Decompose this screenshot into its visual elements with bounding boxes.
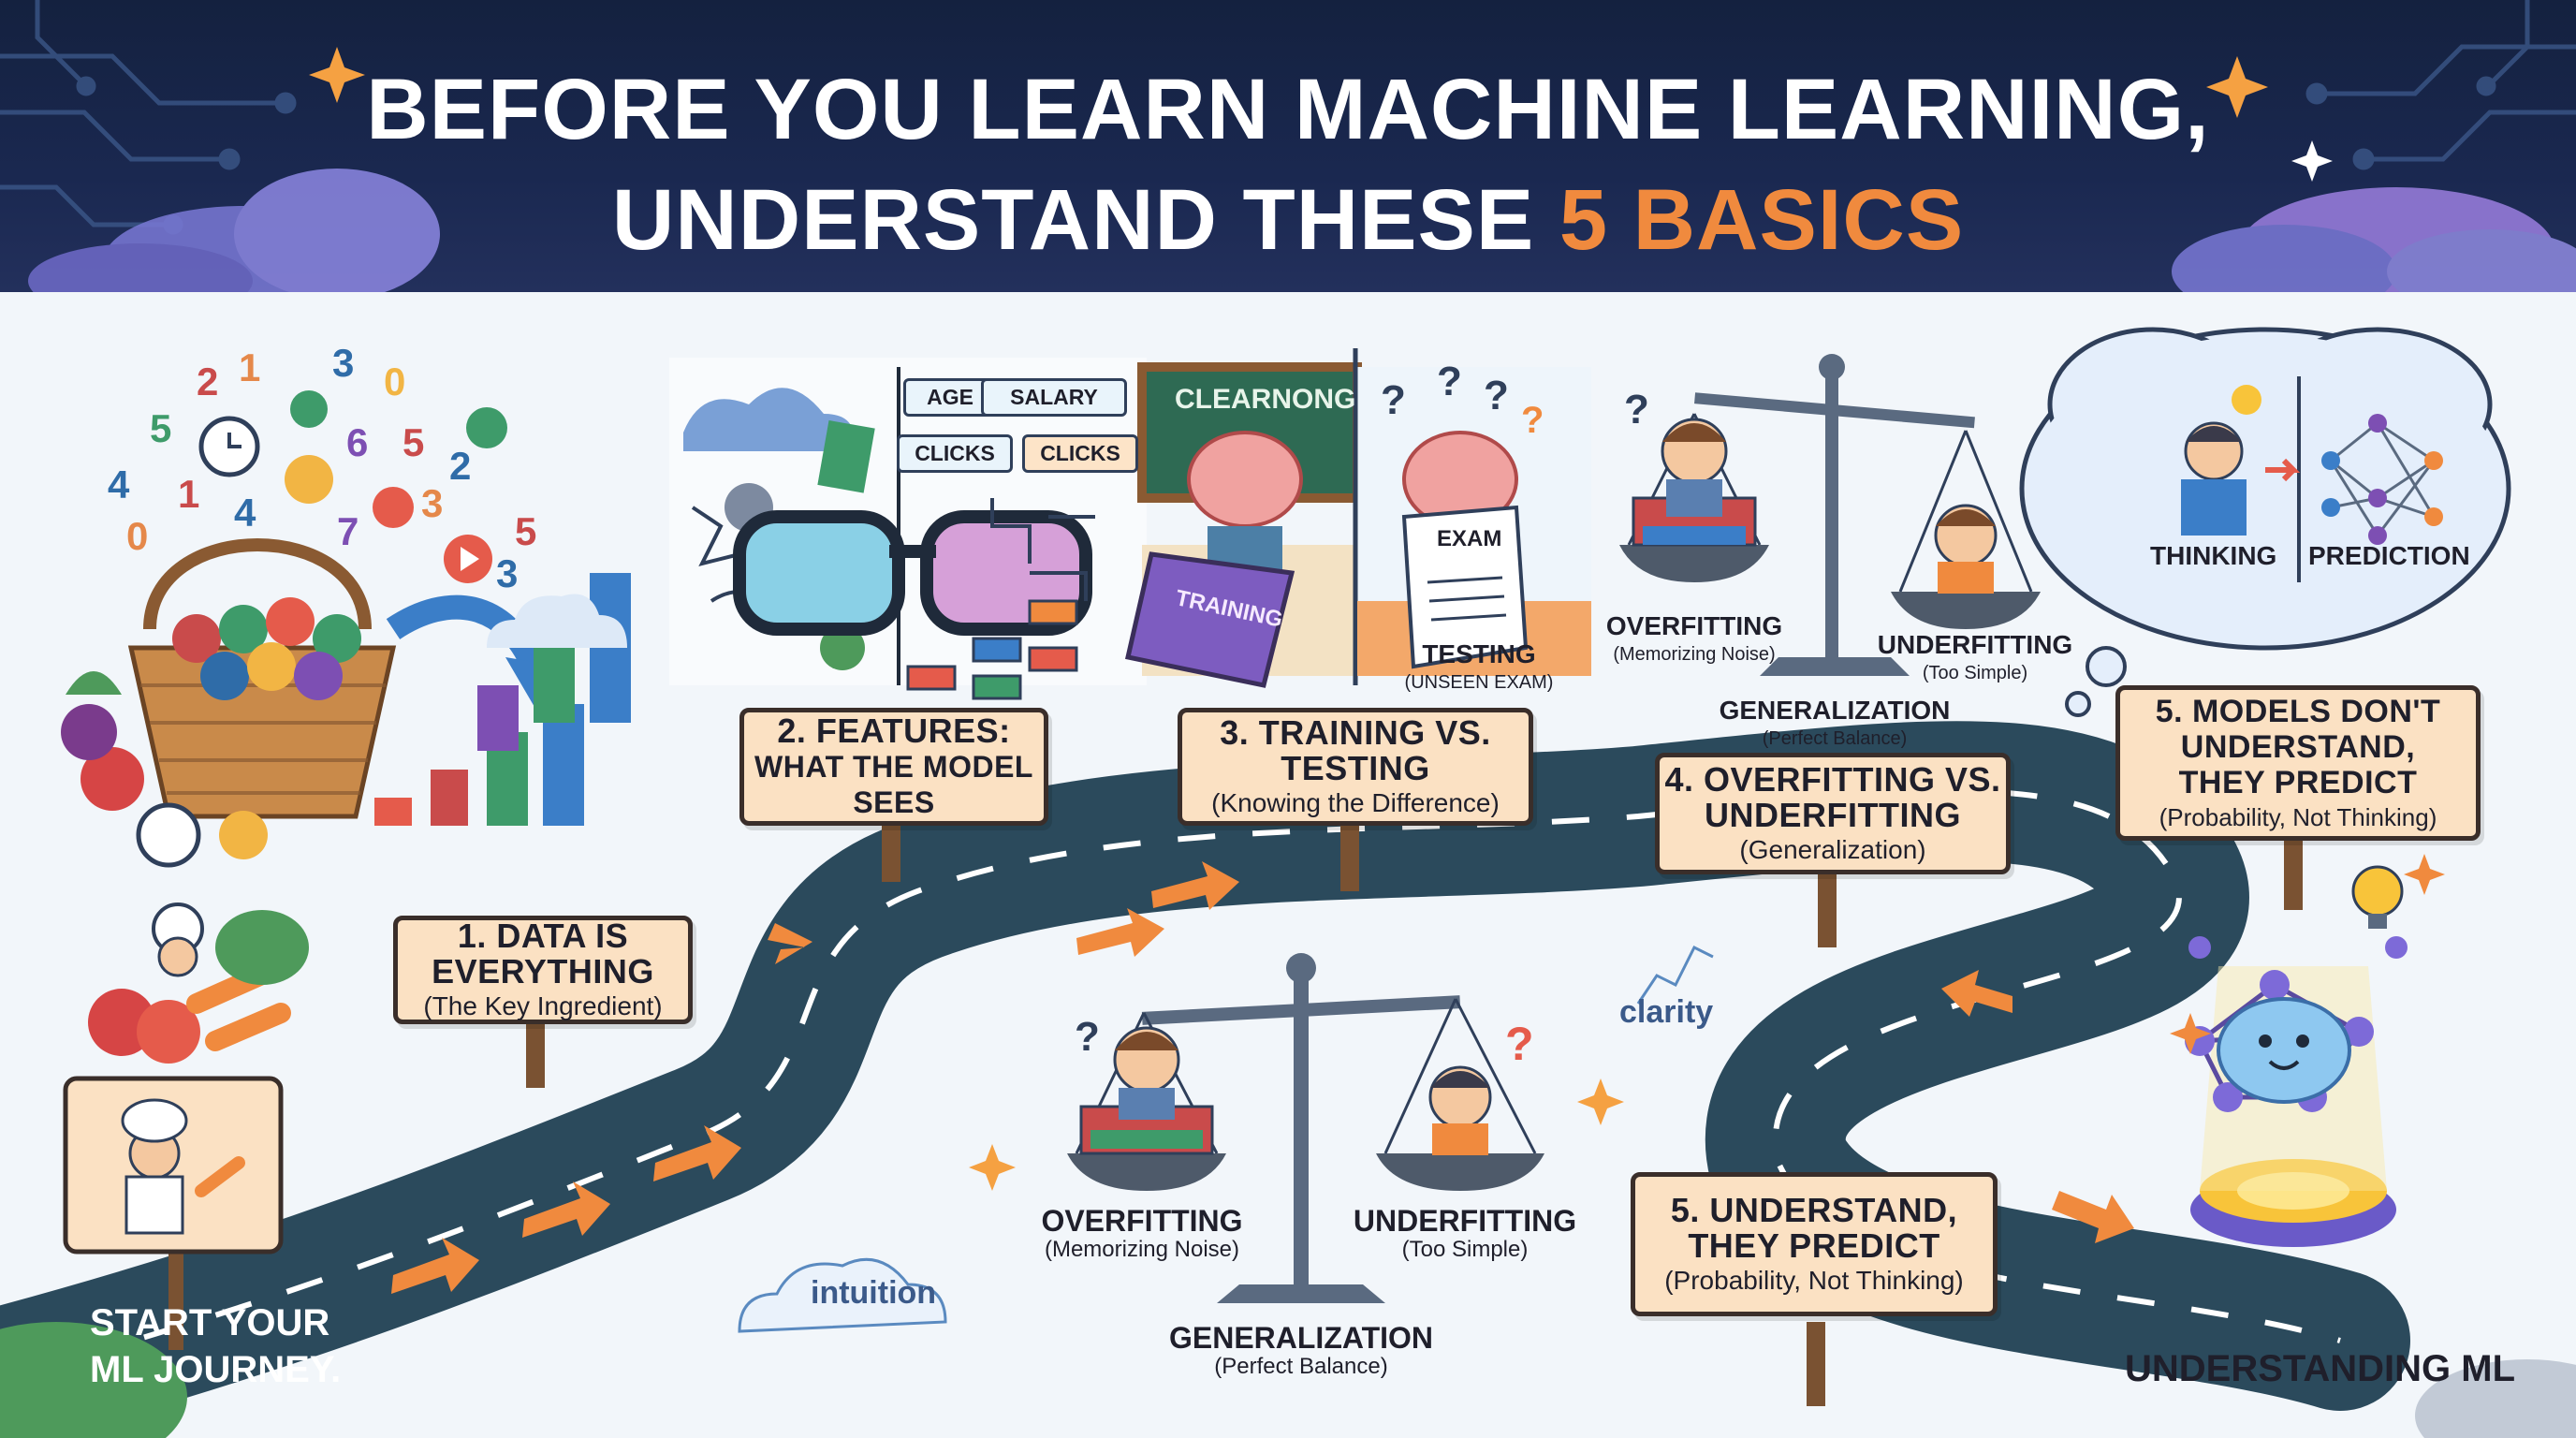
svg-text:?: ? bbox=[1075, 1014, 1100, 1060]
svg-text:6: 6 bbox=[346, 420, 368, 464]
svg-text:4: 4 bbox=[234, 491, 256, 535]
cloud-left bbox=[28, 169, 440, 292]
testing-label: TESTING (UNSEEN EXAM) bbox=[1404, 639, 1554, 693]
svg-text:1: 1 bbox=[239, 345, 260, 389]
scale-bottom-generalization: GENERALIZATION (Perfect Balance) bbox=[1168, 1321, 1434, 1379]
svg-text:5: 5 bbox=[515, 509, 536, 553]
svg-text:7: 7 bbox=[337, 509, 359, 553]
scale-top-underfitting: UNDERFITTING (Too Simple) bbox=[1877, 630, 2073, 683]
header-banner: BEFORE YOU LEARN MACHINE LEARNING, UNDER… bbox=[0, 0, 2576, 292]
scale-top-overfitting: OVERFITTING (Memorizing Noise) bbox=[1605, 611, 1783, 665]
svg-text:0: 0 bbox=[384, 360, 405, 404]
svg-text:2: 2 bbox=[197, 360, 218, 404]
sign-training-vs-testing: 3. TRAINING VS. TESTING (Knowing the Dif… bbox=[1178, 708, 1533, 826]
arrow-icons bbox=[391, 861, 2134, 1294]
svg-text:5: 5 bbox=[150, 406, 171, 450]
thinking-label: THINKING bbox=[2150, 541, 2277, 570]
chef-sign bbox=[63, 1076, 284, 1350]
sign-data-is-everything: 1. DATA IS EVERYTHING (The Key Ingredien… bbox=[393, 916, 693, 1024]
road bbox=[0, 721, 2410, 1438]
svg-text:0: 0 bbox=[126, 514, 148, 558]
training-illustration: ??? ? bbox=[1124, 348, 1591, 688]
svg-text:?: ? bbox=[1381, 377, 1406, 423]
scale-top: ? bbox=[1619, 354, 2041, 676]
scene-sparkle-icons bbox=[969, 854, 2445, 1191]
sparkle-icons bbox=[309, 47, 2333, 182]
cloud-right bbox=[2172, 187, 2576, 292]
svg-text:?: ? bbox=[1624, 387, 1649, 433]
thought-bubble-illustration bbox=[2019, 327, 2511, 717]
chalkboard-text: CLEARNONG bbox=[1175, 384, 1356, 415]
feature-tag-salary: SALARY bbox=[981, 378, 1127, 417]
svg-text:4: 4 bbox=[108, 462, 130, 506]
page-title: BEFORE YOU LEARN MACHINE LEARNING, UNDER… bbox=[0, 54, 2576, 275]
grass bbox=[0, 1322, 2576, 1438]
sign-overfitting-vs-underfitting: 4. OVERFITTING VS. UNDERFITTING (General… bbox=[1655, 753, 2011, 874]
prediction-label: PREDICTION bbox=[2308, 541, 2470, 570]
feature-tag-clicks: CLICKS bbox=[897, 434, 1013, 473]
sign-models-dont-understand: 5. MODELS DON'T UNDERSTAND, THEY PREDICT… bbox=[2115, 685, 2481, 841]
svg-text:1: 1 bbox=[178, 472, 199, 516]
svg-text:2: 2 bbox=[449, 444, 471, 488]
svg-text:5: 5 bbox=[402, 420, 424, 464]
svg-text:3: 3 bbox=[332, 341, 354, 385]
svg-text:?: ? bbox=[1484, 373, 1509, 418]
sign-features: 2. FEATURES: WHAT THE MODEL SEES bbox=[739, 708, 1048, 826]
scale-bottom-overfitting: OVERFITTING (Memorizing Noise) bbox=[1041, 1204, 1243, 1262]
finish-illustration bbox=[2185, 865, 2408, 1247]
svg-text:?: ? bbox=[1505, 1018, 1534, 1070]
svg-text:3: 3 bbox=[421, 481, 443, 525]
title-line-1: BEFORE YOU LEARN MACHINE LEARNING, bbox=[366, 62, 2210, 157]
exam-paper-label: EXAM bbox=[1437, 526, 1502, 551]
title-accent: 5 BASICS bbox=[1559, 172, 1965, 268]
svg-text:3: 3 bbox=[496, 551, 518, 595]
scale-top-generalization: GENERALIZATION (Perfect Balance) bbox=[1719, 696, 1951, 749]
word-clouds bbox=[487, 594, 1714, 1333]
finish-label: UNDERSTANDING ML bbox=[2125, 1348, 2516, 1389]
svg-text:?: ? bbox=[1521, 400, 1544, 441]
sign-posts bbox=[526, 816, 2303, 1406]
intuition-word: intuition bbox=[811, 1275, 937, 1311]
circuit-decoration bbox=[0, 0, 2576, 292]
clarity-word: clarity bbox=[1619, 994, 1714, 1030]
title-line-2: UNDERSTAND THESE 5 BASICS bbox=[611, 172, 1965, 268]
scale-bottom-underfitting: UNDERFITTING (Too Simple) bbox=[1353, 1204, 1577, 1262]
svg-text:?: ? bbox=[1437, 359, 1462, 404]
feature-tag-clicks-2: CLICKS bbox=[1022, 434, 1138, 473]
start-journey-label: START YOUR ML JOURNEY. bbox=[90, 1302, 342, 1390]
sign-understand-they-predict: 5. UNDERSTAND, THEY PREDICT (Probability… bbox=[1631, 1172, 1998, 1316]
scale-bottom: ? ? bbox=[1067, 953, 1544, 1303]
